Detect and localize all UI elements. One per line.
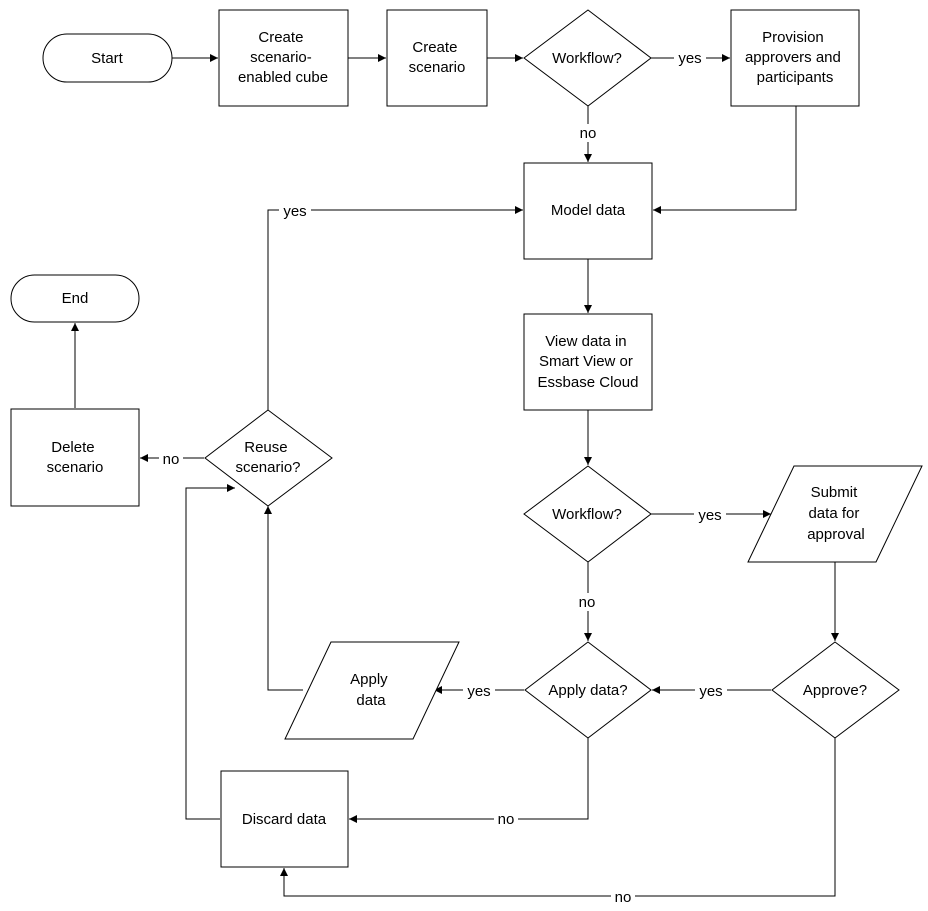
data-submit-for-approval: Submit data for approval: [747, 465, 923, 563]
edge-label-workflow-2-yes: yes: [698, 507, 721, 524]
edge-labels: yes no yes no yes no yes yes no no: [159, 48, 727, 906]
terminal-start: Start: [42, 33, 173, 83]
edge-reuse-yes-to-model-data: [267, 206, 523, 410]
edge-apply-to-reuse: [264, 506, 303, 691]
edge-label-approve-yes: yes: [699, 683, 722, 700]
process-view-data-label: View data in Smart View or Essbase Cloud: [538, 333, 639, 391]
process-provision: Provision approvers and participants: [730, 9, 860, 107]
decision-apply-data: Apply data?: [524, 641, 652, 739]
edge-label-apply-data-no: no: [498, 811, 515, 828]
process-provision-label: Provision approvers and participants: [745, 29, 845, 86]
terminal-start-label: Start: [91, 50, 124, 67]
edge-apply-q-no-to-discard: [349, 738, 589, 823]
edge-provision-to-model-data: [653, 106, 797, 214]
process-view-data: View data in Smart View or Essbase Cloud: [523, 313, 653, 411]
decision-reuse-scenario-label: Reuse scenario?: [235, 439, 300, 476]
decision-approve: Approve?: [771, 641, 900, 739]
data-apply-data: Apply data: [284, 641, 460, 740]
edge-approve-no-to-discard: [280, 738, 836, 897]
process-discard-data-label: Discard data: [242, 811, 327, 828]
data-apply-data-label: Apply data: [350, 671, 392, 709]
edge-label-workflow-1-no: no: [580, 125, 597, 142]
edge-label-workflow-1-yes: yes: [678, 50, 701, 67]
process-create-cube: Create scenario- enabled cube: [218, 9, 349, 107]
decision-approve-label: Approve?: [803, 682, 867, 699]
process-model-data: Model data: [523, 162, 653, 260]
process-delete-scenario: Delete scenario: [10, 408, 140, 507]
edge-label-reuse-no: no: [163, 451, 180, 468]
process-model-data-label: Model data: [551, 202, 626, 219]
decision-workflow-1: Workflow?: [523, 9, 652, 107]
edge-label-approve-no: no: [615, 889, 632, 906]
edge-label-reuse-yes: yes: [283, 203, 306, 220]
terminal-end-label: End: [62, 290, 89, 307]
edge-discard-to-reuse: [185, 484, 235, 820]
edge-label-workflow-2-no: no: [579, 594, 596, 611]
decision-workflow-2-label: Workflow?: [552, 506, 622, 523]
decision-workflow-2: Workflow?: [523, 465, 652, 563]
process-create-scenario: Create scenario: [386, 9, 488, 107]
terminal-end: End: [10, 274, 140, 323]
decision-reuse-scenario: Reuse scenario?: [204, 409, 333, 507]
process-create-scenario-label: Create scenario: [409, 39, 466, 76]
process-create-cube-label: Create scenario- enabled cube: [238, 29, 328, 86]
decision-workflow-1-label: Workflow?: [552, 50, 622, 67]
connectors: [71, 54, 839, 897]
data-submit-for-approval-label: Submit data for approval: [807, 484, 865, 543]
edge-label-apply-data-yes: yes: [467, 683, 490, 700]
decision-apply-data-label: Apply data?: [548, 682, 627, 699]
process-delete-scenario-label: Delete scenario: [47, 439, 104, 476]
process-discard-data: Discard data: [220, 770, 349, 868]
